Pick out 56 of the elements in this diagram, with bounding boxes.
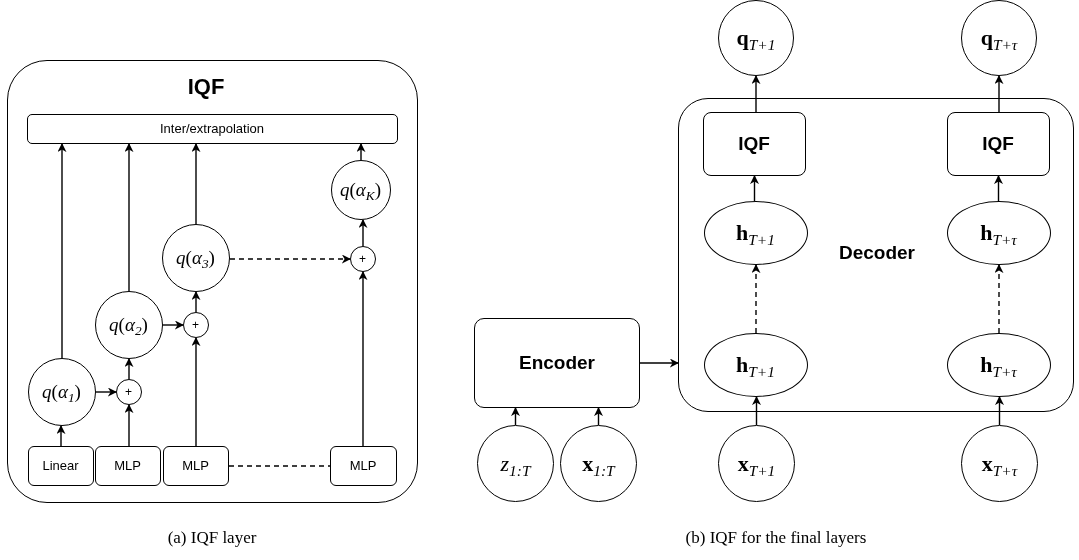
arrow: [752, 396, 761, 426]
container-box: [678, 98, 1074, 412]
arrow: [994, 264, 1004, 334]
process-box: IQF: [946, 111, 1050, 176]
arrow: [95, 387, 117, 397]
arrow: [994, 175, 1003, 202]
arrow: [594, 407, 603, 426]
arrow: [511, 407, 520, 426]
arrow: [639, 358, 679, 368]
arrow: [995, 396, 1004, 426]
arrow: [191, 337, 201, 447]
arrow: [751, 264, 761, 334]
process-box: Inter/extrapolation: [26, 113, 398, 144]
arrow: [229, 254, 351, 264]
variable-circle: h$_{T+τ}$: [946, 200, 1051, 265]
arrow: [191, 291, 201, 313]
arrow: [751, 75, 761, 113]
container-heading: Decoder: [839, 242, 915, 264]
adder-circle: +: [349, 245, 376, 272]
arrow: [358, 271, 368, 447]
container-heading: IQF: [187, 74, 225, 100]
arrow: [358, 219, 368, 247]
arrow: [57, 143, 67, 359]
variable-circle: h$_{T+1}$: [703, 332, 808, 397]
figure-caption: (b) IQF for the final layers: [685, 528, 867, 548]
variable-circle: h$_{T+1}$: [703, 200, 808, 265]
variable-circle: h$_{T+τ}$: [946, 332, 1051, 397]
figure-caption: (a) IQF layer: [167, 528, 257, 548]
variable-circle: x$_{T+τ}$: [961, 425, 1038, 502]
variable-circle: q(α$_{3}$): [161, 223, 230, 292]
arrow: [162, 320, 184, 330]
variable-circle: z$_{1:T}$: [477, 425, 554, 502]
arrow: [356, 143, 366, 161]
adder-circle: +: [182, 311, 209, 338]
adder-circle: +: [115, 378, 142, 405]
variable-circle: x$_{T+1}$: [718, 425, 795, 502]
arrow: [750, 175, 759, 202]
process-box: IQF: [702, 111, 806, 176]
variable-circle: q$_{T+1}$: [718, 0, 794, 76]
arrow: [124, 358, 134, 380]
variable-circle: q$_{T+τ}$: [961, 0, 1037, 76]
arrow: [56, 425, 66, 447]
variable-circle: x$_{1:T}$: [560, 425, 637, 502]
variable-circle: q(α$_{1}$): [27, 357, 96, 426]
variable-circle: q(α$_{2}$): [94, 290, 163, 359]
process-box: Encoder: [474, 318, 640, 408]
process-box: MLP: [94, 445, 161, 486]
container-box: [7, 60, 418, 503]
process-box: MLP: [329, 445, 397, 486]
process-box: Linear: [27, 445, 94, 486]
process-box: MLP: [162, 445, 229, 486]
variable-circle: q(α$_{K}$): [330, 159, 391, 220]
arrow: [124, 404, 134, 447]
arrow: [124, 143, 134, 292]
arrow: [994, 75, 1004, 113]
arrow: [191, 143, 201, 225]
